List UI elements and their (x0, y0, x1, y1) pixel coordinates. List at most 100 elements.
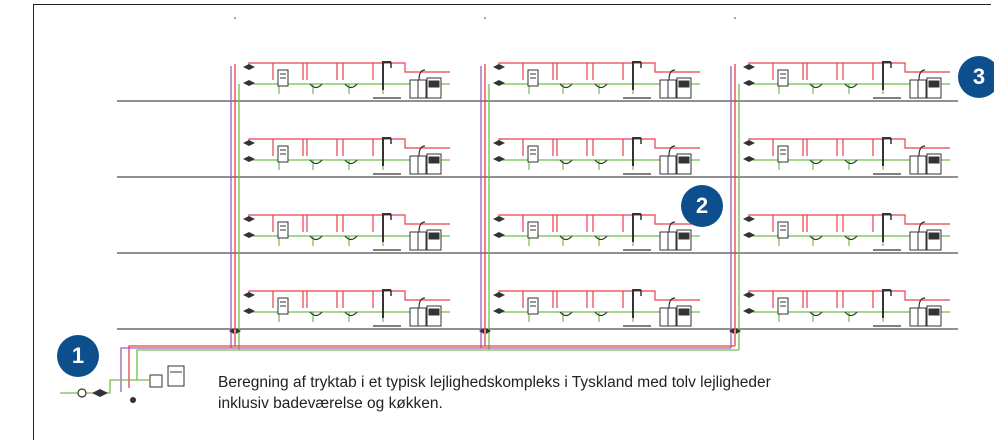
washbasin-icon (844, 159, 858, 165)
apartment-unit (493, 289, 700, 327)
valve-icon (493, 308, 505, 314)
valve-icon (729, 328, 741, 334)
apartment-unit (743, 61, 950, 99)
valve-icon (493, 292, 505, 298)
circulation-main (120, 347, 731, 392)
apartment-unit (493, 137, 700, 175)
valve-icon (243, 232, 255, 238)
water-meter-icon (149, 374, 163, 388)
valve-icon (493, 64, 505, 70)
drain-icon (130, 397, 136, 403)
water-heater-icon (167, 365, 185, 387)
shower-icon (382, 289, 391, 318)
valve-icon (243, 80, 255, 86)
shower-icon (632, 61, 641, 90)
valve-icon (243, 156, 255, 162)
valve-icon (743, 156, 755, 162)
washbasin-icon (844, 235, 858, 241)
washbasin-icon (344, 311, 358, 317)
apartment-unit (243, 213, 450, 251)
valve-icon (493, 232, 505, 238)
dishwasher-panel (928, 80, 940, 88)
valve-icon (243, 292, 255, 298)
kitchen-tap-icon (418, 69, 426, 81)
kitchen-tap-icon (668, 145, 676, 157)
shower-icon (882, 213, 891, 242)
shower-icon (382, 137, 391, 166)
dishwasher-panel (678, 156, 690, 164)
valve-icon (243, 308, 255, 314)
washbasin-icon (809, 235, 823, 241)
washbasin-icon (594, 235, 608, 241)
kitchen-tap-icon (918, 145, 926, 157)
badge-3: 3 (958, 56, 994, 98)
dishwasher-panel (678, 232, 690, 240)
valve-icon (493, 140, 505, 146)
apartment-unit (743, 289, 950, 327)
valve-icon (493, 216, 505, 222)
washbasin-icon (844, 311, 858, 317)
valve-icon (743, 232, 755, 238)
dishwasher-panel (678, 80, 690, 88)
kitchen-tap-icon (668, 69, 676, 81)
kitchen-tap-icon (418, 145, 426, 157)
washbasin-icon (344, 83, 358, 89)
shower-icon (632, 213, 641, 242)
diagram-caption: Beregning af tryktab i et typisk lejligh… (218, 374, 771, 412)
valve-icon (743, 308, 755, 314)
washbasin-icon (309, 83, 323, 89)
kitchen-tap-icon (668, 221, 676, 233)
kitchen-tap-icon (418, 297, 426, 309)
valve-icon (243, 64, 255, 70)
kitchen-tap-icon (668, 297, 676, 309)
valve-icon (493, 80, 505, 86)
badge-1: 1 (57, 335, 99, 377)
washbasin-icon (559, 83, 573, 89)
washbasin-icon (309, 311, 323, 317)
shower-icon (882, 137, 891, 166)
apartment-unit (243, 289, 450, 327)
kitchen-tap-icon (918, 69, 926, 81)
valve-icon (243, 140, 255, 146)
washbasin-icon (809, 311, 823, 317)
apartment-unit (243, 61, 450, 99)
kitchen-tap-icon (918, 297, 926, 309)
washbasin-icon (809, 83, 823, 89)
dishwasher-panel (428, 156, 440, 164)
washbasin-icon (594, 311, 608, 317)
valve-icon (92, 389, 108, 397)
hot-main (128, 345, 235, 388)
valve-icon (743, 64, 755, 70)
washbasin-icon (344, 235, 358, 241)
dishwasher-panel (428, 232, 440, 240)
apartment-unit (743, 137, 950, 175)
shower-icon (632, 289, 641, 318)
washbasin-icon (809, 159, 823, 165)
valve-icon (243, 216, 255, 222)
dishwasher-panel (678, 308, 690, 316)
washbasin-icon (594, 83, 608, 89)
water-meter-icon (77, 388, 87, 398)
washbasin-icon (344, 159, 358, 165)
valve-icon (743, 80, 755, 86)
dishwasher-panel (428, 80, 440, 88)
washbasin-icon (844, 83, 858, 89)
kitchen-tap-icon (418, 221, 426, 233)
washbasin-icon (309, 159, 323, 165)
valve-icon (743, 140, 755, 146)
shower-icon (382, 213, 391, 242)
diagram-frame (33, 4, 991, 440)
dishwasher-panel (928, 156, 940, 164)
incoming-main (60, 379, 150, 394)
shower-icon (382, 61, 391, 90)
valve-icon (743, 216, 755, 222)
dishwasher-panel (928, 232, 940, 240)
washbasin-icon (309, 235, 323, 241)
cold-main (136, 349, 739, 380)
valve-icon (479, 328, 491, 334)
washbasin-icon (559, 159, 573, 165)
valve-icon (493, 156, 505, 162)
shower-icon (632, 137, 641, 166)
apartment-unit (743, 213, 950, 251)
